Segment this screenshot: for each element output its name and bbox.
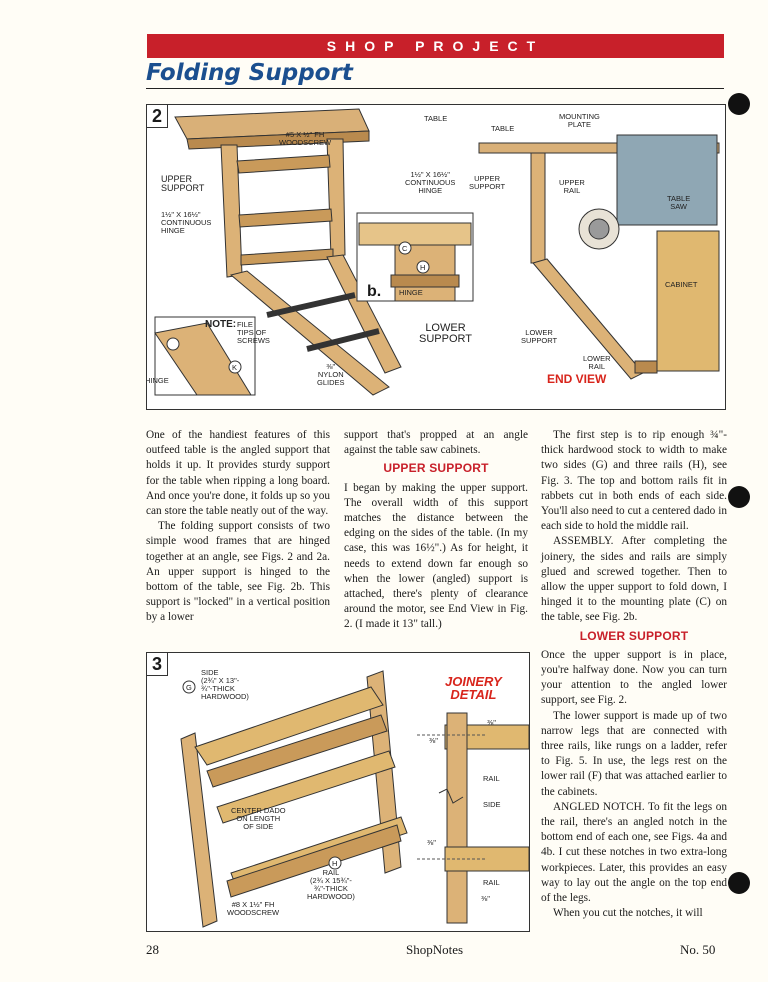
label-upper-support-left: UPPER SUPPORT (161, 174, 205, 193)
label-rail-2: RAIL (483, 878, 500, 887)
column-1: One of the handiest features of this out… (146, 428, 330, 626)
inset-b-tag: b. (367, 283, 382, 300)
label-rail: RAIL (2¾ x 15¾"- ¾"-THICK HARDWOOD) (307, 868, 355, 901)
label-upper-rail: UPPER RAIL (559, 178, 585, 195)
col3-paragraph-2: ASSEMBLY. After completing the joinery, … (541, 535, 727, 624)
label-lower-support-big: LOWER SUPPORT (419, 322, 472, 345)
col1-paragraph-1: One of the handiest features of this out… (146, 429, 330, 518)
label-part-g: G (186, 683, 192, 692)
label-screw-fig3: #8 x 1½" Fh WOODSCREW (227, 900, 280, 917)
punch-hole-bottom (728, 872, 750, 894)
section-banner: SHOP PROJECT (147, 34, 724, 58)
label-side: SIDE (2¾" x 13"- ¾"-THICK HARDWOOD) (201, 668, 249, 701)
label-note-text: FILE TIPS OF SCREWS (237, 320, 270, 345)
col3-paragraph-5: ANGLED NOTCH. To fit the legs on the rai… (541, 800, 727, 905)
col1-paragraph-2: The folding support consists of two simp… (146, 520, 330, 624)
col3-paragraph-1: The first step is to rip enough ¾"-thick… (541, 429, 727, 533)
label-hinge-mid: 1½" x 16½" CONTINUOUS HINGE (405, 170, 456, 195)
label-table-right: TABLE (491, 124, 515, 133)
col3-paragraph-6: When you cut the notches, it will (553, 907, 703, 920)
column-3: The first step is to rip enough ¾"-thick… (541, 428, 727, 922)
label-upper-support-mid: UPPER SUPPORT (469, 174, 506, 191)
figure-2-number: 2 (147, 105, 169, 128)
page-number: 28 (146, 942, 159, 957)
label-part-h: H (420, 263, 426, 272)
title-rule (146, 88, 724, 89)
label-end-view: END VIEW (547, 372, 607, 386)
col2-paragraph-1: support that's propped at an angle again… (344, 429, 528, 457)
label-part-k: K (232, 363, 238, 372)
label-glides: ⅜" NYLON GLIDES (317, 362, 345, 387)
label-joinery-detail: JOINERY DETAIL (445, 674, 502, 702)
label-dim-left-2: ⅜" (427, 838, 436, 847)
magazine-name: ShopNotes (406, 942, 464, 957)
article-title: Folding Support (146, 60, 353, 86)
figure-3-illustration (180, 670, 529, 928)
figure-3-number: 3 (147, 653, 169, 676)
label-mounting-plate: MOUNTING PLATE (559, 112, 600, 129)
label-screw: #5 x ½" Fh WOODSCREW (279, 130, 332, 147)
label-side-joinery: SIDE (483, 800, 501, 809)
label-note: NOTE: (205, 319, 237, 330)
figure-2-illustration (154, 108, 720, 396)
heading-lower-support: LOWER SUPPORT (579, 628, 689, 643)
label-table-left: TABLE (424, 114, 448, 123)
col2-paragraph-2: I began by making the upper support. The… (344, 481, 528, 631)
label-center-dado: CENTER DADO ON LENGTH OF SIDE (231, 806, 286, 831)
label-hinge-a: HINGE (146, 376, 169, 385)
label-lower-support-small: LOWER SUPPORT (521, 328, 558, 345)
punch-hole-middle (728, 486, 750, 508)
label-lower-rail: LOWER RAIL (583, 354, 611, 371)
issue-number: No. 50 (680, 942, 716, 957)
label-hinge-left: 1½" x 16½" CONTINUOUS HINGE (161, 210, 212, 235)
label-part-h-fig3: H (332, 859, 338, 868)
punch-hole-top (728, 93, 750, 115)
label-dim-top: ⅜" (487, 718, 496, 727)
label-part-c: C (402, 244, 408, 253)
figure-3: 3 SIDE (2¾" x 13"- ¾"-THICK HARDWOOD) G … (146, 652, 530, 932)
column-2: support that's propped at an angle again… (344, 428, 528, 633)
col3-paragraph-4: The lower support is made up of two narr… (541, 709, 727, 798)
figure-2: 2 a. b. TABLE #5 x ½" Fh WOODSCREW UPPER… (146, 104, 726, 410)
col3-paragraph-3: Once the upper support is in place, you'… (541, 648, 727, 707)
label-dim-bottom: ⅜" (481, 894, 490, 903)
heading-upper-support: UPPER SUPPORT (383, 461, 489, 476)
label-dim-left-1: ⅜" (429, 736, 438, 745)
label-hinge-b: HINGE (399, 288, 423, 297)
label-rail-1: RAIL (483, 774, 500, 783)
label-cabinet: CABINET (665, 280, 698, 289)
label-table-saw: TABLE SAW (667, 194, 691, 211)
